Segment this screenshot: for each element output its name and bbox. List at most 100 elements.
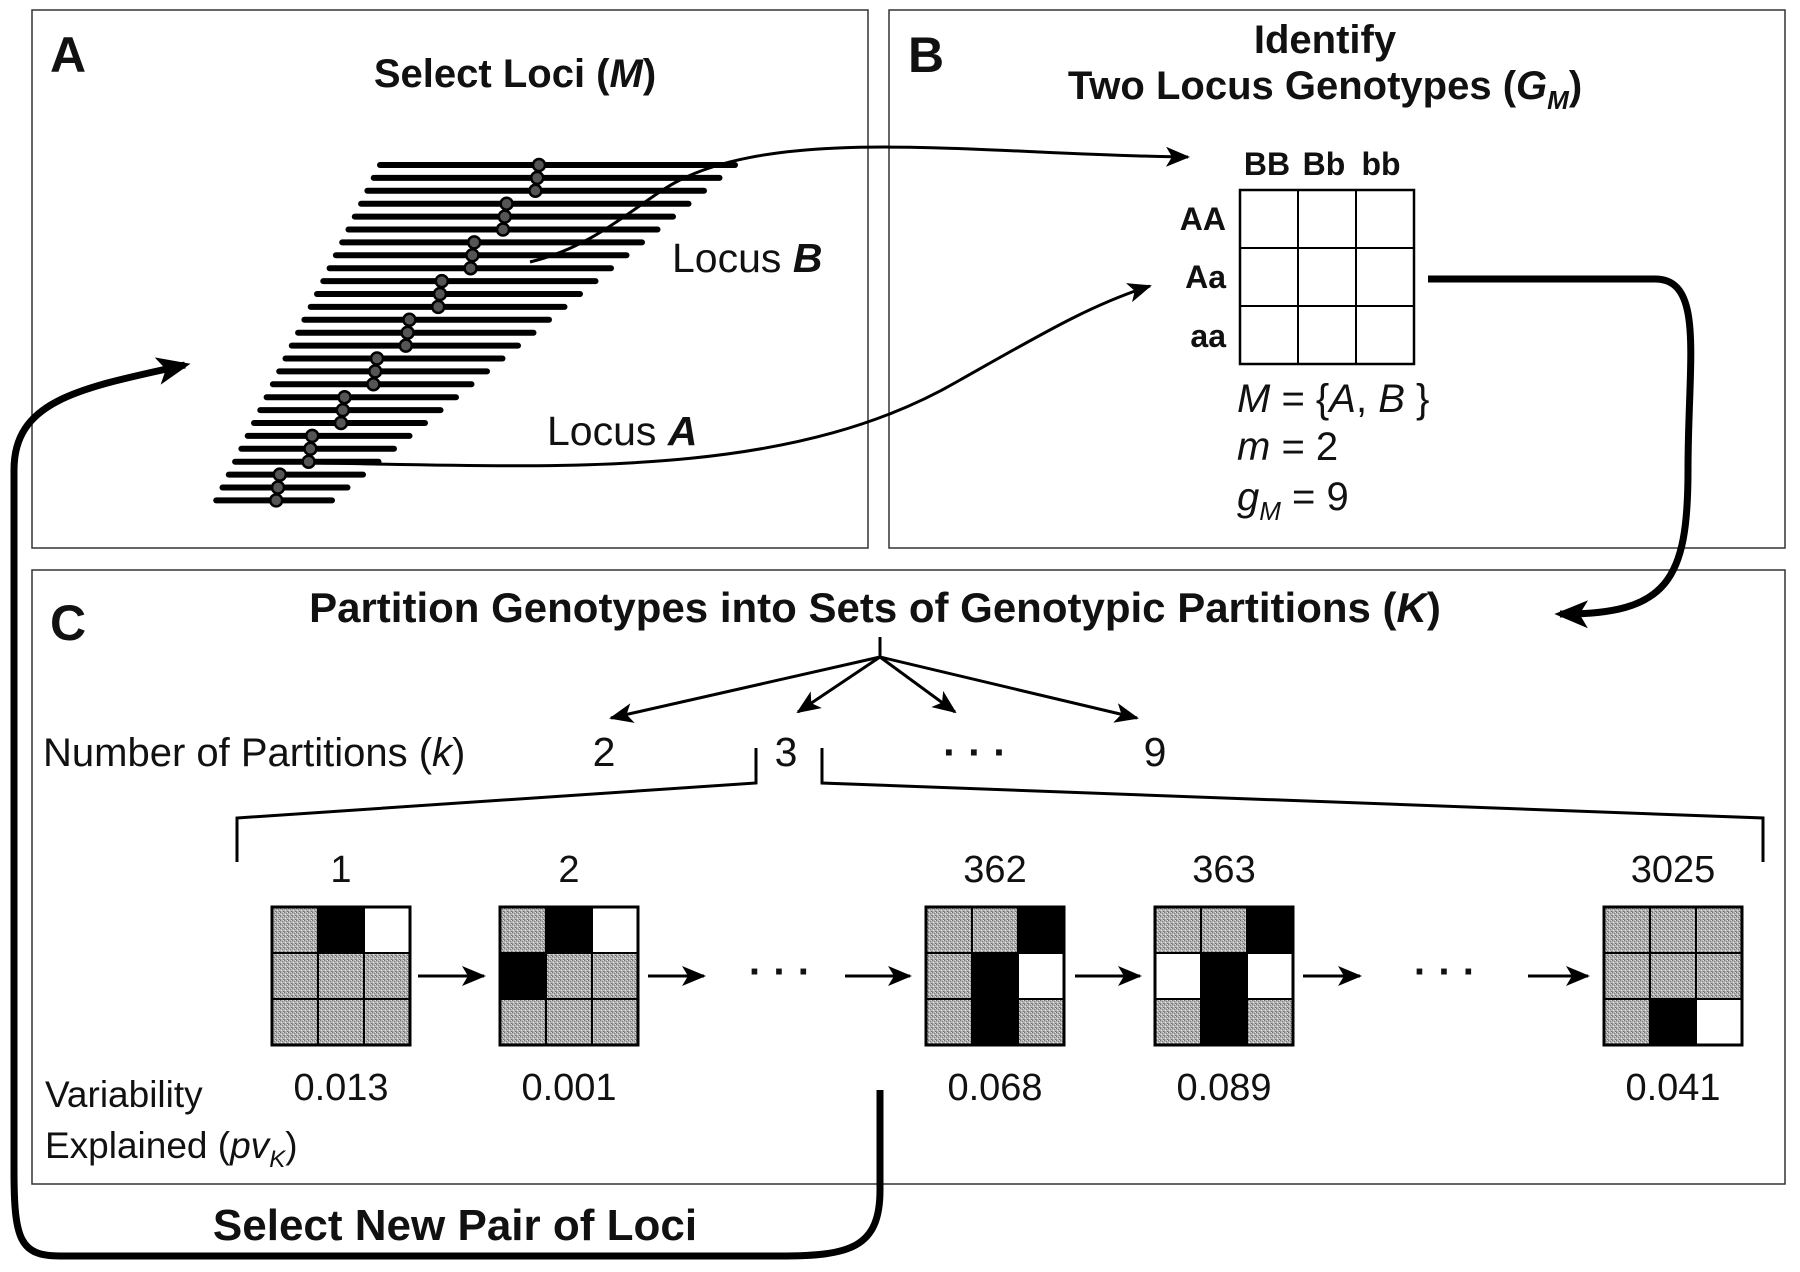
partition-value: 0.041 <box>1625 1067 1720 1109</box>
panel-c-letter: C <box>50 595 86 651</box>
locus-marker <box>337 389 352 405</box>
partition-fan-arrows <box>609 637 1139 723</box>
locus-marker <box>369 351 385 366</box>
locus-marker <box>432 286 448 302</box>
equation-g-count: gM = 9 <box>1237 475 1349 526</box>
number-of-partitions-label: Number of Partitions (k) <box>43 731 465 775</box>
partition-grid <box>498 905 640 1047</box>
partition-cell <box>545 998 593 1046</box>
partition-cell <box>545 906 593 954</box>
partition-cell <box>1649 906 1697 954</box>
locus-marker <box>499 196 514 211</box>
partition-cell <box>1649 998 1697 1046</box>
partition-cell <box>1017 906 1065 954</box>
partition-cell <box>317 906 365 954</box>
panel-a-title: Select Loci (M) <box>374 52 656 96</box>
k-value-2: 2 <box>593 729 616 775</box>
locus-marker <box>335 402 351 418</box>
panel-c-title: Partition Genotypes into Sets of Genotyp… <box>309 584 1441 631</box>
sequence-ellipsis-2: · · · <box>1414 950 1476 994</box>
locus-marker <box>270 480 286 495</box>
locus-marker <box>304 428 320 444</box>
partition-index: 2 <box>558 849 579 891</box>
partition-cell <box>971 906 1019 954</box>
locus-marker <box>529 170 545 186</box>
partition-cell <box>925 998 973 1046</box>
partition-index: 1 <box>330 849 351 891</box>
locus-marker <box>434 273 450 289</box>
locus-marker <box>367 364 383 379</box>
locus-a-label: Locus A <box>547 408 697 454</box>
partition-grid <box>270 905 412 1047</box>
partition-cell <box>317 998 365 1046</box>
equation-m-count: m = 2 <box>1237 425 1338 469</box>
partition-bracket <box>235 748 1765 862</box>
partition-value: 0.068 <box>947 1067 1042 1109</box>
partition-grid-outline <box>498 905 640 1047</box>
partition-cell <box>1246 952 1294 1000</box>
locus-marker <box>333 415 349 431</box>
partition-cell <box>1200 998 1248 1046</box>
partition-cell <box>363 952 411 1000</box>
partition-cell <box>1603 952 1651 1000</box>
partition-index: 362 <box>963 849 1026 891</box>
equation-m-set: M = {A, B } <box>1237 377 1429 421</box>
partition-value: 0.089 <box>1176 1067 1271 1109</box>
locus-marker <box>268 493 284 508</box>
partition-cell <box>1154 998 1202 1046</box>
partition-cell <box>1154 906 1202 954</box>
locus-b-label: Locus B <box>672 235 822 281</box>
partition-cell <box>499 998 547 1046</box>
partition-cell <box>1154 952 1202 1000</box>
partition-cell <box>925 906 973 954</box>
locus-marker <box>402 312 417 328</box>
locus-marker <box>465 248 480 263</box>
k-value-3: 3 <box>775 729 798 775</box>
sequence-ellipsis-1: · · · <box>749 950 811 994</box>
partition-cell <box>591 952 639 1000</box>
locus-marker <box>366 377 381 392</box>
partition-cell <box>271 952 319 1000</box>
partition-cell <box>363 998 411 1046</box>
partition-cell <box>971 952 1019 1000</box>
loop-back-arrow <box>10 357 884 1260</box>
locus-marker <box>400 325 415 340</box>
locus-marker <box>301 454 316 469</box>
locus-marker <box>303 441 318 457</box>
partition-grid-outline <box>924 905 1066 1047</box>
genotype-row-header-aa-lower: aa <box>1190 318 1226 354</box>
partition-cell <box>317 952 365 1000</box>
variability-label-line2: Explained (pvK) <box>45 1125 298 1173</box>
partition-cell <box>1695 906 1743 954</box>
locus-marker <box>463 260 478 276</box>
loop-label: Select New Pair of Loci <box>213 1201 697 1250</box>
partition-grid-outline <box>1602 905 1744 1047</box>
partition-cell <box>1603 998 1651 1046</box>
locus-marker <box>430 299 446 315</box>
k-value-9: 9 <box>1144 729 1167 775</box>
panel-b-frame <box>888 9 1786 549</box>
partition-cell <box>1246 906 1294 954</box>
partition-index: 3025 <box>1631 849 1716 891</box>
k-ellipsis: · · · <box>943 729 1007 775</box>
partition-cell <box>1017 998 1065 1046</box>
variability-label-line1: Variability <box>45 1074 203 1115</box>
grid-to-partition-arrow <box>1428 275 1695 629</box>
locus-marker <box>528 183 543 199</box>
panel-c-frame <box>31 569 1786 1185</box>
partition-cell <box>271 906 319 954</box>
locus-marker <box>466 235 482 250</box>
panel-b-title-line1: Identify <box>1254 18 1397 62</box>
partition-cell <box>499 906 547 954</box>
partition-cell <box>1603 906 1651 954</box>
partition-cell <box>545 952 593 1000</box>
locus-marker <box>272 467 288 482</box>
partition-grid-outline <box>270 905 412 1047</box>
locus-b-arrow <box>529 145 1190 264</box>
chromosome-lines <box>213 157 738 508</box>
genotype-col-header-bb-mixed: Bb <box>1303 146 1346 182</box>
locus-a-arrow <box>319 283 1152 468</box>
partition-grid <box>1153 905 1295 1047</box>
